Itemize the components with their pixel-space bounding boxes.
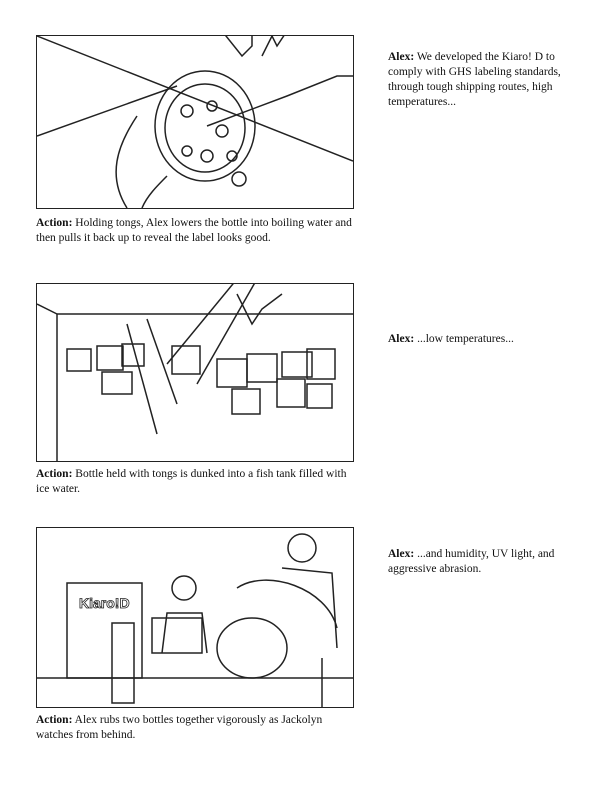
action-label: Action: (36, 217, 73, 229)
action-label: Action: (36, 468, 73, 480)
kiaro-logo: Kiaro!D (79, 595, 130, 611)
action-label: Action: (36, 714, 73, 726)
action-caption-2: Action: Bottle held with tongs is dunked… (36, 467, 356, 497)
sketch-abrasion-test: Kiaro!D (37, 533, 353, 707)
action-text: Bottle held with tongs is dunked into a … (36, 468, 347, 495)
dialogue-2: Alex: ...low temperatures... (388, 332, 588, 347)
dialogue-text: We developed the Kiaro! D to comply with… (388, 51, 561, 108)
dialogue-text: ...and humidity, UV light, and aggressiv… (388, 548, 555, 575)
speaker-label: Alex: (388, 548, 415, 560)
storyboard-panel-2 (36, 283, 354, 462)
action-text: Holding tongs, Alex lowers the bottle in… (36, 217, 352, 244)
storyboard-panel-3: Kiaro!D (36, 527, 354, 708)
speaker-label: Alex: (388, 333, 415, 345)
sketch-fish-tank (37, 284, 353, 461)
action-caption-3: Action: Alex rubs two bottles together v… (36, 713, 356, 743)
storyboard-panel-1 (36, 35, 354, 209)
action-caption-1: Action: Holding tongs, Alex lowers the b… (36, 216, 356, 246)
dialogue-3: Alex: ...and humidity, UV light, and agg… (388, 547, 588, 577)
sketch-boiling-water (37, 36, 353, 208)
speaker-label: Alex: (388, 51, 415, 63)
dialogue-text: ...low temperatures... (417, 333, 514, 345)
action-text: Alex rubs two bottles together vigorousl… (36, 714, 323, 741)
dialogue-1: Alex: We developed the Kiaro! D to compl… (388, 50, 588, 110)
